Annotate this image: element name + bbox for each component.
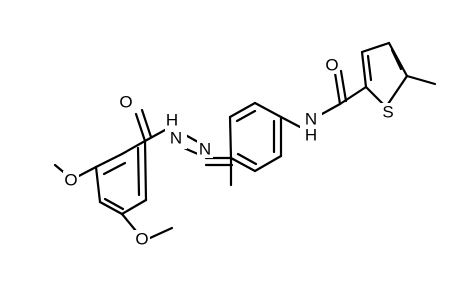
imine-bond xyxy=(204,156,234,167)
svg-text:H: H xyxy=(166,111,178,130)
thiophene-ring xyxy=(360,41,409,109)
svg-text:O: O xyxy=(325,56,338,75)
thiophene-methyl xyxy=(405,74,437,86)
svg-text:O: O xyxy=(64,171,77,190)
svg-text:O: O xyxy=(119,93,132,112)
atom-label-o-methoxy-top: O xyxy=(63,171,79,190)
svg-text:S: S xyxy=(382,103,393,122)
svg-text:H: H xyxy=(305,126,317,145)
svg-text:N: N xyxy=(305,110,317,129)
atom-label-s-thiophene: S xyxy=(380,103,396,122)
svg-text:N: N xyxy=(199,140,211,159)
atom-label-amide-o-left: O xyxy=(118,93,134,112)
atom-label-o-methoxy-bottom: O xyxy=(134,230,150,249)
atom-label-amide-o-right: O xyxy=(324,56,340,75)
svg-text:O: O xyxy=(135,230,148,249)
thiophene-carbonyl xyxy=(320,69,368,116)
central-phenyl-ring xyxy=(228,101,283,173)
atom-label-n-imine: N xyxy=(197,140,213,159)
dimethoxyphenyl-ring xyxy=(94,139,148,216)
methoxy-bottom xyxy=(120,212,174,240)
svg-text:N: N xyxy=(170,129,182,148)
hydrazide-carbonyl xyxy=(134,108,167,143)
atom-label-nh-amide-right: N H xyxy=(300,110,322,145)
atom-label-nh-hydrazide: H N xyxy=(165,111,187,149)
aryl-amide-bond xyxy=(279,115,302,129)
